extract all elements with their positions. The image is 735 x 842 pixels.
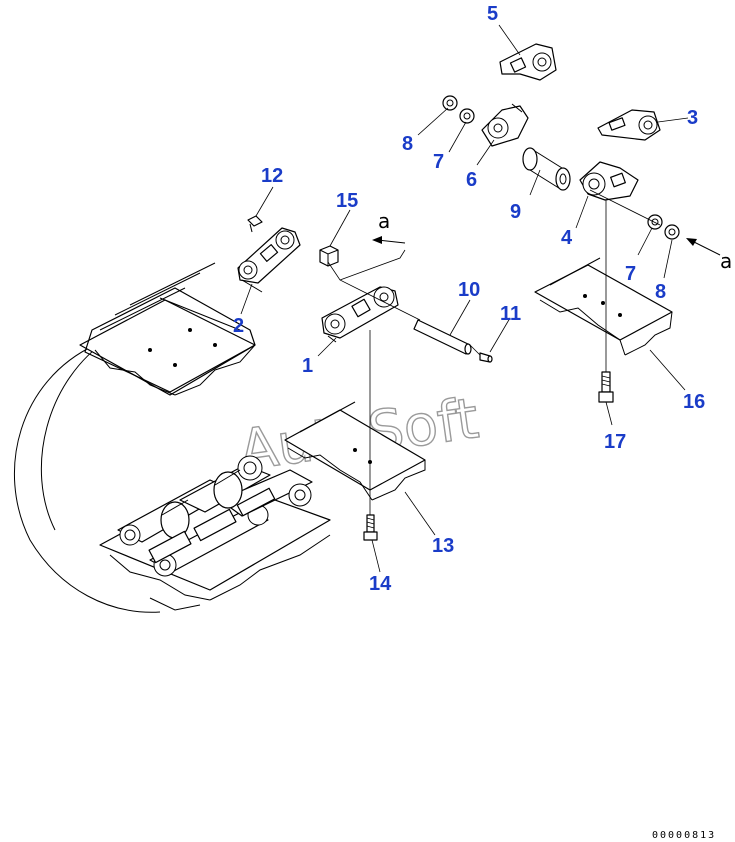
- part-2-link: [237, 227, 301, 293]
- part-10-pin: [413, 319, 472, 355]
- callout-1: 1: [302, 355, 313, 377]
- callout-16: 16: [683, 391, 705, 413]
- part-12-bolt: [247, 215, 263, 233]
- callouts: 5 3 8 7 6 9 4 7 8 12 15 2 10 11 1 16 17 …: [233, 3, 705, 595]
- callout-8: 8: [655, 281, 666, 303]
- part-1-link: [321, 286, 399, 343]
- part-3-master-link-half: [597, 109, 661, 141]
- part-14-bolt: [363, 514, 378, 541]
- callout-6: 6: [466, 169, 477, 191]
- part-6-link: [481, 103, 529, 147]
- part-7-nut-right: [647, 214, 663, 230]
- callout-15: 15: [336, 190, 358, 212]
- part-7-nut-left: [459, 108, 475, 124]
- callout-11: 11: [500, 303, 521, 325]
- part-5-master-link-half: [499, 43, 557, 81]
- callout-13: 13: [432, 535, 454, 557]
- callout-17: 17: [604, 431, 626, 453]
- callout-8: 8: [402, 133, 413, 155]
- part-16-shoe: [534, 257, 673, 356]
- callout-2: 2: [233, 315, 244, 337]
- view-arrow-a-left: a: [372, 209, 406, 244]
- part-17-bolt: [598, 371, 614, 403]
- part-9-bushing: [522, 147, 571, 191]
- callout-5: 5: [487, 3, 498, 25]
- callout-14: 14: [369, 573, 392, 595]
- callout-4: 4: [561, 227, 573, 249]
- view-arrow-label: a: [720, 249, 732, 273]
- part-11-collar: [479, 352, 493, 363]
- callout-12: 12: [261, 165, 283, 187]
- callout-7: 7: [625, 263, 636, 285]
- callout-3: 3: [687, 107, 698, 129]
- part-13-shoe: [284, 401, 426, 501]
- callout-10: 10: [458, 279, 480, 301]
- track-assembly: [13, 262, 331, 613]
- part-8-washer-right: [664, 224, 680, 240]
- part-15-nut: [319, 245, 339, 267]
- callout-7: 7: [433, 151, 444, 173]
- view-arrow-label: a: [378, 209, 390, 233]
- part-4-link: [579, 161, 639, 201]
- part-8-washer-left: [442, 95, 458, 111]
- leader-lines: [240, 24, 689, 573]
- assembly-lines: [327, 189, 661, 515]
- drawing-code: 00000813: [652, 830, 716, 841]
- view-arrow-a-right: a: [686, 238, 732, 273]
- callout-9: 9: [510, 201, 521, 223]
